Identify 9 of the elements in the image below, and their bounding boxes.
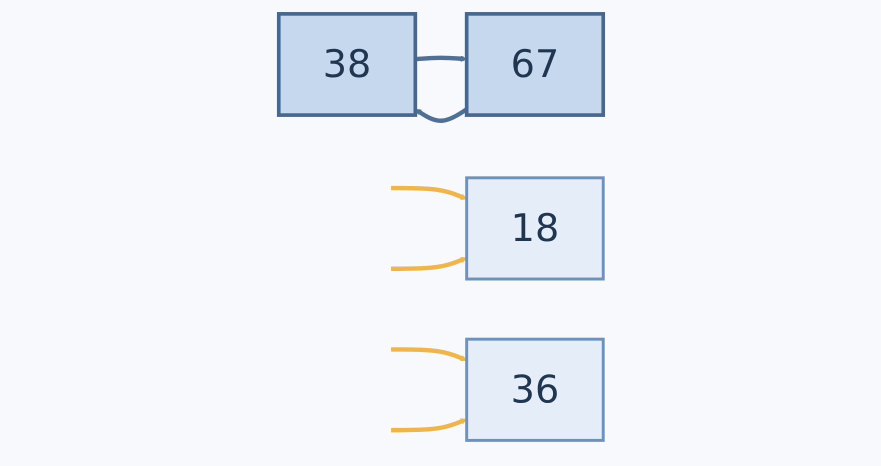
arrow [390, 256, 466, 271]
node-box: 38 [276, 12, 417, 117]
node-box: 67 [464, 12, 605, 117]
arrow [390, 418, 466, 432]
arrow [390, 186, 466, 200]
node-box: 36 [464, 338, 604, 442]
arrow [414, 55, 466, 62]
node-box: 18 [464, 176, 604, 280]
arrow [390, 347, 466, 362]
